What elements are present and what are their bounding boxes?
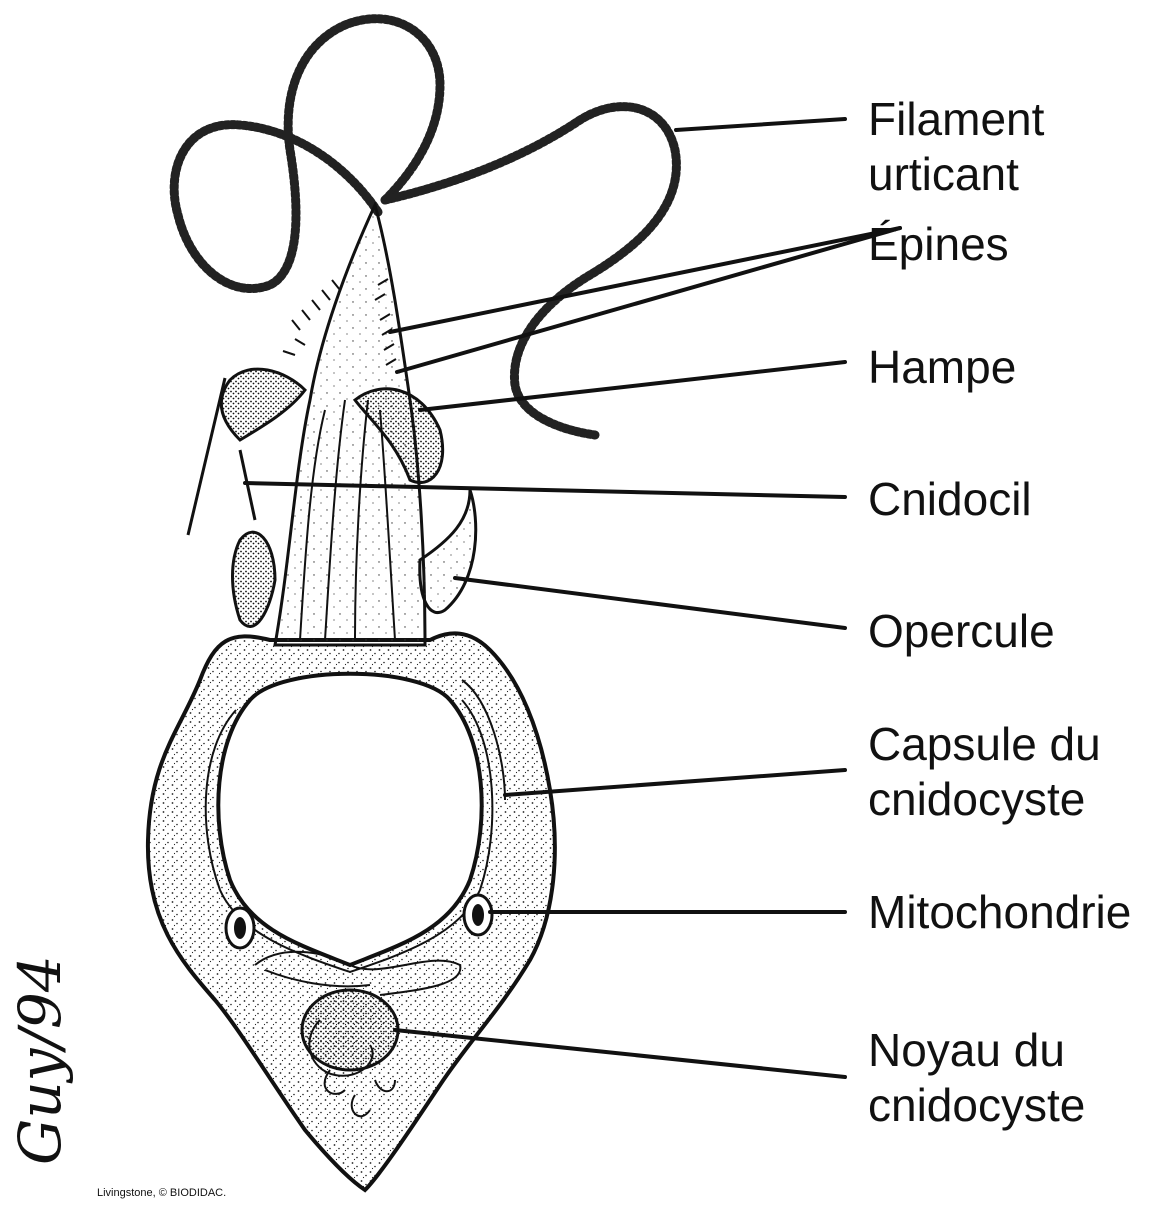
label-noyau-line2: cnidocyste [868,1079,1086,1131]
leader-epines-2 [395,226,902,374]
collar-right [352,387,445,484]
leader-noyau [393,1028,847,1079]
label-epines: Épines [868,218,1009,270]
label-cnidocil: Cnidocil [868,473,1032,525]
leader-capsule [503,768,847,797]
collar-left [219,367,307,442]
leader-filament [674,117,847,132]
membrane-folds [254,950,462,996]
signature: Guy/94 [6,955,74,1165]
leader-opercule [453,576,847,630]
mitochondria [224,893,494,950]
operculum [418,489,478,614]
label-filament: Filament urticant [868,92,1044,202]
label-noyau: Noyau du cnidocyste [868,1023,1085,1133]
label-capsule-line2: cnidocyste [868,773,1086,825]
left-flange [231,530,277,628]
label-capsule: Capsule du cnidocyste [868,717,1101,827]
capsule [216,671,484,968]
label-filament-line1: Filament [868,93,1045,145]
label-capsule-line1: Capsule du [868,718,1101,770]
label-opercule: Opercule [868,605,1055,657]
leader-epines-1 [388,226,902,334]
spines [282,278,397,366]
stinging-filament [169,14,681,440]
label-filament-line2: urticant [868,148,1019,200]
leader-lines [243,117,902,1079]
label-noyau-line1: Noyau du [868,1024,1065,1076]
label-hampe: Hampe [868,341,1017,393]
leader-cnidocil [243,481,847,499]
leader-hampe [418,360,847,412]
label-mitochondrie: Mitochondrie [868,886,1132,938]
credit-text: Livingstone, © BIODIDAC. [97,1187,227,1199]
